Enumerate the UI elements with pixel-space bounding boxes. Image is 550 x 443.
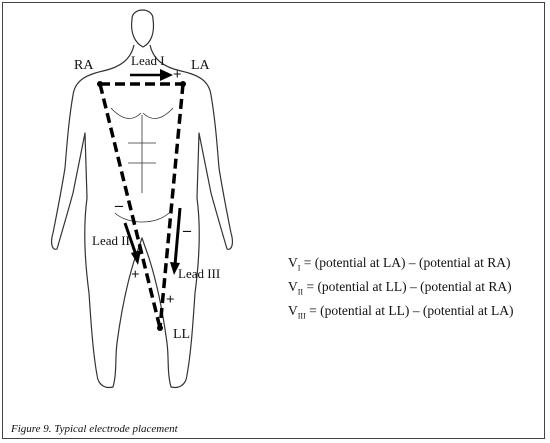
- label-ra: RA: [74, 58, 94, 73]
- label-la: LA: [191, 58, 211, 73]
- plus-lead-iii: +: [166, 292, 175, 308]
- electrode-ll: [157, 325, 163, 331]
- plus-lead-ii: +: [131, 267, 140, 283]
- lead-ii-line: [100, 84, 160, 328]
- head-outline: [132, 10, 154, 47]
- equation-lead-ii: VII = (potential at LL) – (potential at …: [288, 275, 514, 299]
- figure-caption: Figure 9. Typical electrode placement: [11, 423, 178, 435]
- figure-frame: RA LA Lead I Lead II Lead III LL + – + –…: [2, 2, 545, 439]
- label-lead-iii: Lead III: [178, 266, 220, 281]
- label-lead-i: Lead I: [131, 53, 165, 68]
- lead-equations: VI = (potential at LA) – (potential at R…: [288, 251, 514, 323]
- minus-lead-ii: –: [114, 197, 124, 214]
- lead-iii-arrow: [170, 208, 180, 275]
- equation-lead-i: VI = (potential at LA) – (potential at R…: [288, 251, 514, 275]
- equation-lead-iii: VIII = (potential at LL) – (potential at…: [288, 299, 514, 323]
- body-diagram: RA LA Lead I Lead II Lead III LL + – + –…: [3, 3, 545, 439]
- plus-lead-i: +: [173, 67, 182, 83]
- label-ll: LL: [173, 327, 190, 342]
- torso-outline: [52, 45, 233, 388]
- electrode-ra: [97, 81, 103, 87]
- abdomen-lines: [115, 115, 169, 222]
- minus-lead-iii: –: [182, 222, 192, 239]
- label-lead-ii: Lead II: [92, 233, 130, 248]
- lead-i-arrow: [130, 69, 173, 81]
